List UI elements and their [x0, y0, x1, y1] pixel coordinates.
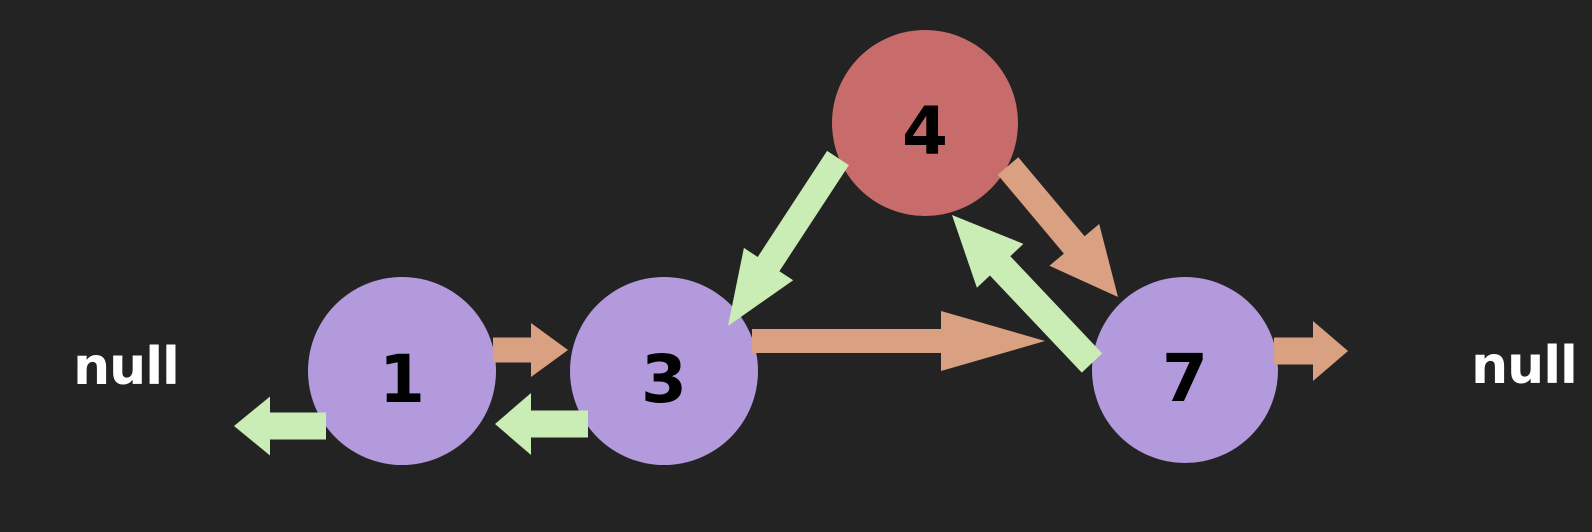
node-label-4: 4 — [902, 93, 948, 170]
prev-pointer-arrow-1-to-null — [234, 396, 326, 456]
node-circle-4 — [832, 30, 1018, 216]
null-label-right: null — [1471, 336, 1578, 396]
prev-pointer-arrow-4-to-3 — [728, 150, 849, 326]
prev-pointer-arrow-7-to-4 — [952, 215, 1103, 373]
node-label-7: 7 — [1162, 340, 1208, 417]
next-pointer-arrow-1-to-3 — [493, 323, 568, 377]
next-pointer-arrow-3-to-7 — [752, 311, 1045, 371]
node-circle-1 — [308, 277, 496, 465]
node-label-1: 1 — [379, 341, 425, 418]
prev-pointer-arrow-3-to-1 — [495, 393, 588, 455]
node-circle-3 — [570, 277, 758, 465]
node-circle-7 — [1092, 277, 1278, 463]
next-pointer-arrow-4-to-7 — [997, 157, 1118, 297]
node-label-3: 3 — [641, 341, 687, 418]
next-pointer-arrow-7-to-null — [1274, 321, 1348, 381]
null-label-left: null — [73, 337, 180, 397]
